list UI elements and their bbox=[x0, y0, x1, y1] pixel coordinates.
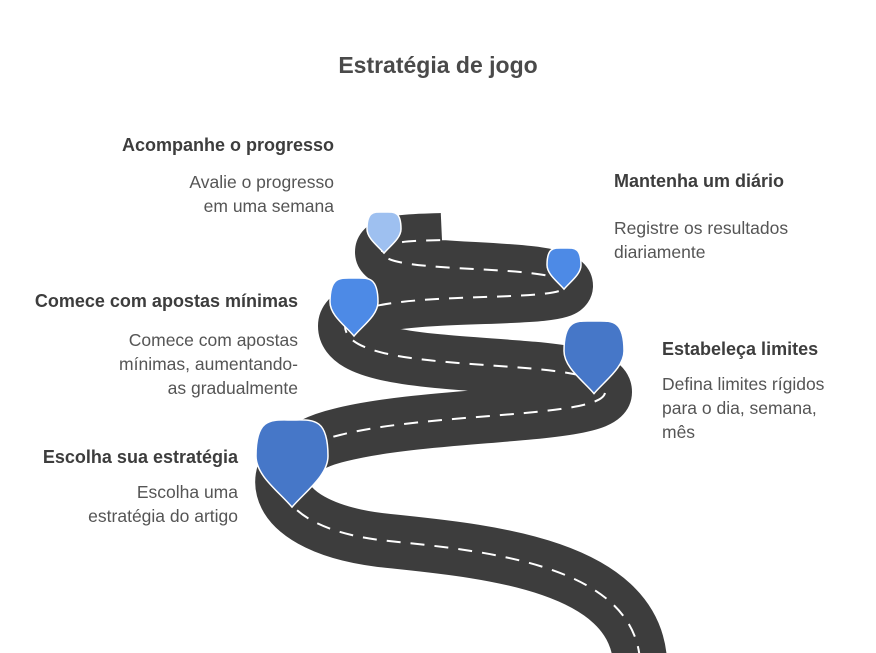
step-title: Mantenha um diário bbox=[614, 171, 785, 191]
step-title: Escolha sua estratégia bbox=[42, 447, 238, 467]
pin-step-5-icon bbox=[366, 211, 402, 255]
pin-step-2-icon bbox=[563, 320, 625, 395]
pin-step-4-icon bbox=[546, 247, 582, 291]
step-title: Comece com apostas mínimas bbox=[34, 291, 298, 311]
step-description: Defina limites rígidos para o dia, seman… bbox=[662, 374, 825, 442]
pin-step-3-icon bbox=[329, 277, 379, 338]
step-start-minimal-bets: Comece com apostas mínimas Comece com ap… bbox=[0, 290, 298, 400]
step-title: Estabeleça limites bbox=[662, 339, 819, 359]
step-track-progress: Acompanhe o progresso Avalie o progresso… bbox=[14, 134, 334, 218]
step-description: Avalie o progresso em uma semana bbox=[189, 172, 334, 216]
step-keep-diary: Mantenha um diário Registre os resultado… bbox=[614, 170, 854, 264]
step-set-limits: Estabeleça limites Defina limites rígido… bbox=[662, 338, 872, 444]
page-title: Estratégia de jogo bbox=[338, 52, 538, 78]
step-description: Comece com apostas mínimas, aumentando- … bbox=[119, 330, 298, 398]
pin-step-1-icon bbox=[255, 419, 329, 509]
step-description: Registre os resultados diariamente bbox=[614, 218, 789, 262]
step-choose-strategy: Escolha sua estratégia Escolha uma estra… bbox=[0, 446, 238, 528]
step-description: Escolha uma estratégia do artigo bbox=[88, 482, 238, 526]
step-title: Acompanhe o progresso bbox=[121, 135, 334, 155]
